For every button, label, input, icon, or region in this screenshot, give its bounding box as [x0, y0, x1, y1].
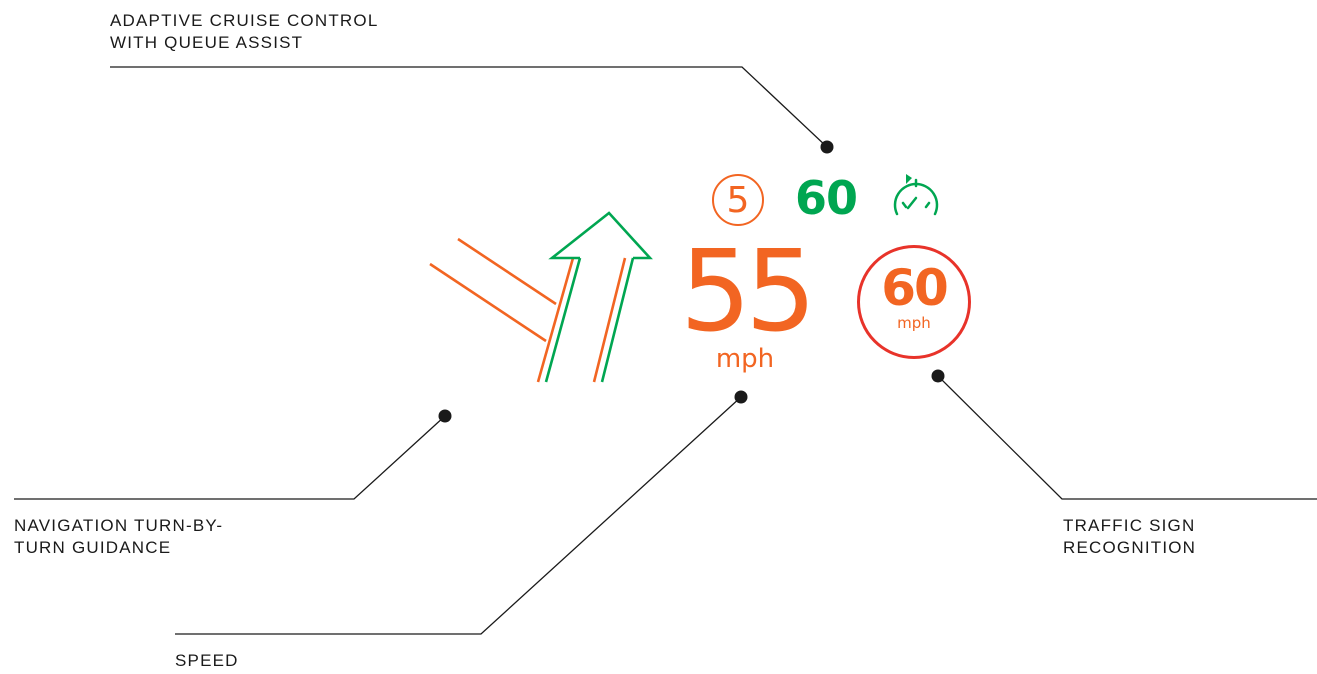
following-distance-indicator: 5 [712, 174, 764, 226]
tsr-callout-label: TRAFFIC SIGN RECOGNITION [1063, 515, 1196, 559]
speed-callout-dot [734, 390, 748, 404]
acc-callout-label: ADAPTIVE CRUISE CONTROL WITH QUEUE ASSIS… [110, 10, 378, 54]
nav-label-line2: TURN GUIDANCE [14, 538, 172, 557]
speed-limit-value: 60 [881, 259, 949, 317]
speed-limit-sign: 60 mph [857, 245, 971, 359]
current-speed: 55 [680, 227, 816, 357]
tsr-callout-dot [931, 369, 945, 383]
acc-set-speed: 60 [795, 171, 858, 225]
acc-callout-dot [820, 140, 834, 154]
nav-callout-label: NAVIGATION TURN-BY- TURN GUIDANCE [14, 515, 223, 559]
acc-label-line1: ADAPTIVE CRUISE CONTROL [110, 11, 379, 30]
stopwatch-icon [893, 174, 939, 216]
tsr-label-line1: TRAFFIC SIGN [1063, 516, 1196, 535]
turn-arrow-icon [429, 211, 653, 383]
nav-leader-line [14, 415, 446, 500]
acc-leader-line [110, 66, 828, 148]
current-speed-unit: mph [715, 344, 775, 374]
speed-label-line1: SPEED [175, 651, 239, 670]
speed-leader-line [175, 396, 742, 635]
speed-limit-unit: mph [897, 314, 931, 332]
tsr-label-line2: RECOGNITION [1063, 538, 1197, 557]
nav-callout-dot [438, 409, 452, 423]
tsr-leader-line [937, 375, 1317, 500]
nav-label-line1: NAVIGATION TURN-BY- [14, 516, 224, 535]
acc-label-line2: WITH QUEUE ASSIST [110, 33, 304, 52]
speed-callout-label: SPEED [175, 650, 239, 672]
